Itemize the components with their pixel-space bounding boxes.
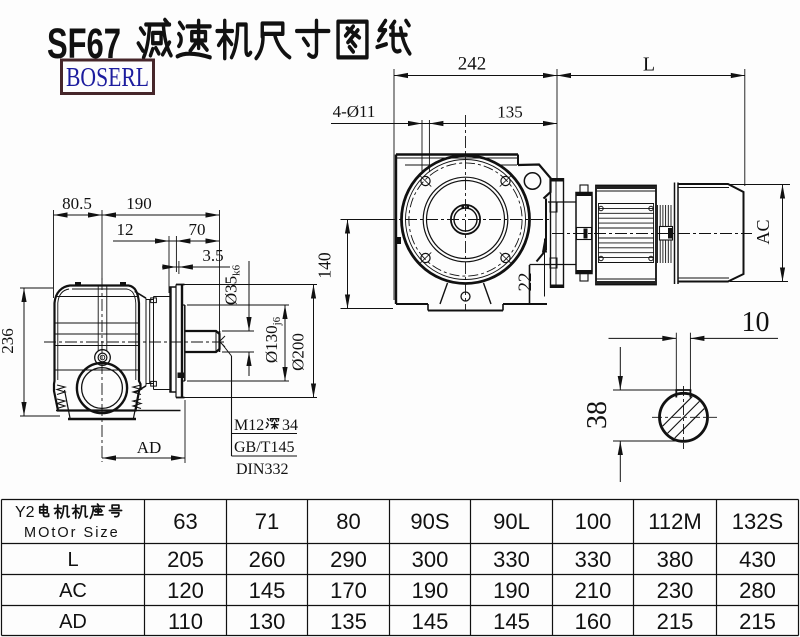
svg-text:90L: 90L — [493, 509, 530, 534]
svg-text:AD: AD — [59, 611, 87, 633]
svg-text:Ø130j6: Ø130j6 — [262, 316, 283, 363]
svg-text:AD: AD — [137, 438, 162, 457]
svg-text:230: 230 — [657, 578, 694, 603]
svg-text:80: 80 — [336, 509, 360, 534]
svg-text:290: 290 — [330, 547, 367, 572]
svg-text:330: 330 — [493, 547, 530, 572]
svg-text:112M: 112M — [648, 509, 701, 534]
svg-text:100: 100 — [575, 509, 612, 534]
svg-text:430: 430 — [739, 547, 776, 572]
svg-text:242: 242 — [458, 54, 487, 75]
svg-text:M12: M12 — [234, 417, 264, 434]
svg-text:38: 38 — [582, 401, 613, 429]
svg-text:380: 380 — [657, 547, 694, 572]
svg-text:215: 215 — [657, 609, 694, 634]
svg-text:BOSERL: BOSERL — [66, 62, 149, 92]
svg-text:10: 10 — [742, 307, 770, 338]
svg-text:145: 145 — [412, 609, 449, 634]
svg-text:71: 71 — [255, 509, 279, 534]
svg-text:L: L — [643, 54, 655, 76]
svg-text:L: L — [67, 549, 78, 571]
svg-text:170: 170 — [330, 578, 367, 603]
svg-text:22: 22 — [515, 273, 536, 292]
svg-text:300: 300 — [412, 547, 449, 572]
svg-text:145: 145 — [249, 578, 286, 603]
svg-text:DIN332: DIN332 — [236, 461, 288, 478]
svg-text:70: 70 — [189, 220, 206, 239]
svg-text:236: 236 — [0, 328, 17, 354]
svg-text:3.5: 3.5 — [202, 246, 223, 265]
svg-text:260: 260 — [249, 547, 286, 572]
svg-text:MOtOr Size: MOtOr Size — [24, 525, 120, 541]
svg-text:GB/T145: GB/T145 — [234, 439, 294, 456]
svg-text:63: 63 — [173, 509, 197, 534]
svg-text:120: 120 — [167, 578, 204, 603]
svg-text:90S: 90S — [410, 509, 449, 534]
svg-text:130: 130 — [249, 609, 286, 634]
svg-text:AC: AC — [753, 219, 773, 244]
svg-text:190: 190 — [493, 578, 530, 603]
svg-text:160: 160 — [575, 609, 612, 634]
svg-text:135: 135 — [497, 103, 523, 122]
svg-text:135: 135 — [330, 609, 367, 634]
svg-text:280: 280 — [739, 578, 776, 603]
svg-text:140: 140 — [315, 252, 335, 279]
svg-text:AC: AC — [59, 580, 87, 602]
svg-text:12: 12 — [117, 220, 134, 239]
svg-text:80.5: 80.5 — [62, 194, 92, 213]
svg-text:110: 110 — [168, 609, 203, 634]
svg-text:Y2: Y2 — [15, 504, 35, 521]
svg-text:4-Ø11: 4-Ø11 — [333, 102, 376, 121]
svg-text:205: 205 — [167, 547, 204, 572]
svg-text:Ø200: Ø200 — [289, 333, 308, 371]
svg-text:215: 215 — [739, 609, 776, 634]
svg-text:34: 34 — [282, 417, 298, 434]
svg-text:132S: 132S — [732, 509, 783, 534]
svg-text:210: 210 — [575, 578, 612, 603]
svg-text:190: 190 — [412, 578, 449, 603]
svg-text:145: 145 — [493, 609, 530, 634]
svg-text:190: 190 — [126, 194, 152, 213]
svg-text:330: 330 — [575, 547, 612, 572]
